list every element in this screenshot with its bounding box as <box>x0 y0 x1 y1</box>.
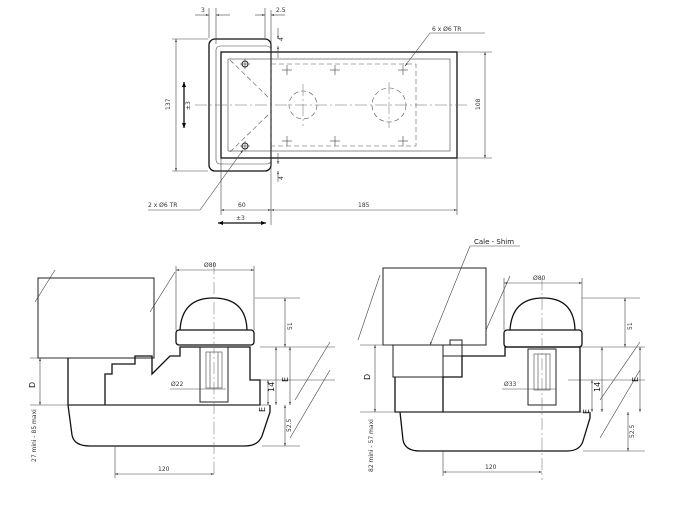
right-section-view: Cale - Shim Ø80 51 Ø33 D 82 mini - 57 ma… <box>357 238 645 480</box>
dim-108: 108 <box>475 98 482 110</box>
left-dome-base <box>175 329 255 346</box>
right-spindle <box>527 348 557 406</box>
shim-label: Cale - Shim <box>474 238 514 246</box>
right-dim-80: Ø80 <box>533 275 546 282</box>
left-dim-120: 120 <box>158 466 170 473</box>
right-label-D: D <box>363 374 372 380</box>
dim-2-5: 2.5 <box>276 7 286 14</box>
dim-3: 3 <box>201 7 205 14</box>
left-dim-22: Ø22 <box>171 381 184 388</box>
right-dim-52-5: 52.5 <box>629 424 636 438</box>
left-dome <box>179 297 248 331</box>
right-dim-14: 14 <box>593 382 602 392</box>
left-dim-51: 51 <box>287 322 294 330</box>
right-range-note: 82 mini - 57 maxi <box>368 419 375 472</box>
holes-6-label: 6 x Ø6 TR <box>432 26 461 33</box>
right-label-E-small: E <box>582 409 591 414</box>
left-label-D: D <box>28 382 37 388</box>
left-section-view: Ø80 51 Ø22 D 27 mini - 85 maxi E 14 E 52… <box>28 262 335 478</box>
left-label-E: E <box>281 377 290 382</box>
left-range-note: 27 mini - 85 maxi <box>31 409 38 462</box>
right-dim-51: 51 <box>627 322 634 330</box>
right-dome-base <box>503 329 583 348</box>
holes-2-label: 2 x Ø6 TR <box>148 202 177 209</box>
mount-holes <box>240 59 408 151</box>
left-label-E-small: E <box>258 407 267 412</box>
dim-4-bottom: 4 <box>278 176 285 180</box>
right-dim-120: 120 <box>485 464 497 471</box>
left-lower-shell <box>67 404 271 447</box>
left-dim-80: Ø80 <box>204 262 217 269</box>
left-dim-14: 14 <box>267 382 276 392</box>
door-block <box>37 277 155 359</box>
right-housing <box>394 346 581 413</box>
shim <box>392 344 444 378</box>
dim-pm3-vertical: ±3 <box>185 101 192 110</box>
dim-4-top: 4 <box>278 37 285 41</box>
top-view: 3 2.5 4 4 6 x Ø6 TR 2 x Ø6 TR 137 ±3 108 <box>148 7 492 226</box>
right-dome <box>509 297 576 331</box>
left-housing <box>67 346 261 406</box>
dim-185: 185 <box>358 202 370 209</box>
dim-137: 137 <box>165 98 172 110</box>
left-dim-52-5: 52.5 <box>286 418 293 432</box>
right-lower-shell <box>399 411 591 452</box>
right-dim-33: Ø33 <box>504 381 517 388</box>
dim-pm3-horizontal: ±3 <box>236 215 245 222</box>
right-label-E: E <box>631 377 640 382</box>
dim-60: 60 <box>238 202 246 209</box>
